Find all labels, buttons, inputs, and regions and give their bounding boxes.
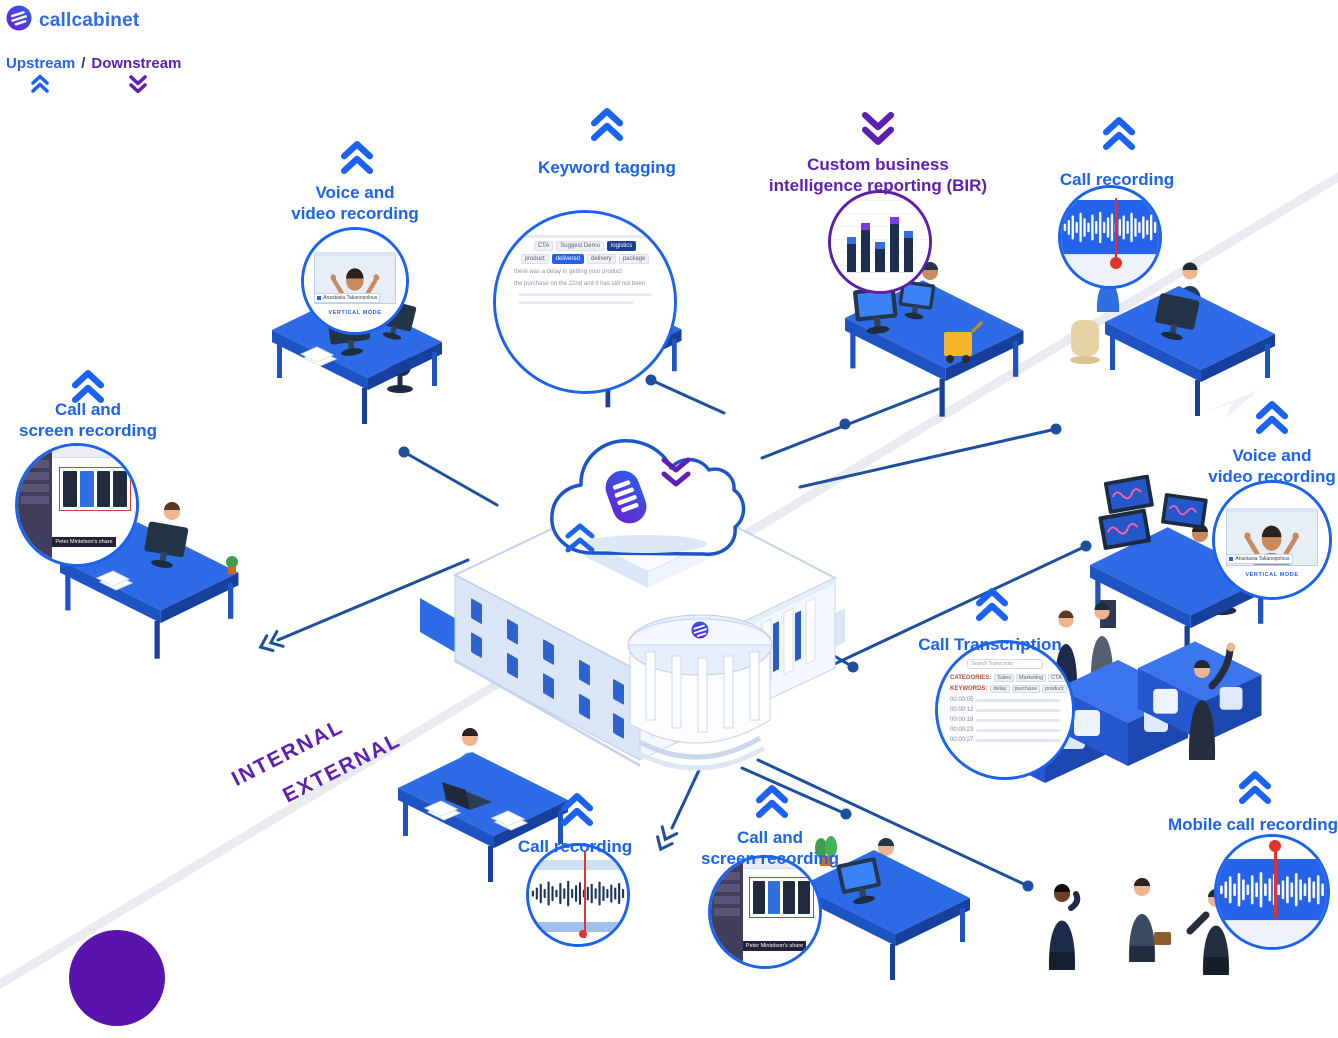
upstream-chevron-icon	[335, 136, 379, 180]
upstream-chevron-icon	[970, 583, 1014, 627]
paper-plane-decoration	[1205, 390, 1258, 418]
upstream-chevron-icon	[585, 103, 629, 147]
waveform-inset	[526, 843, 630, 947]
legend-separator: /	[81, 55, 86, 72]
node-label-keyword-tagging: Keyword tagging	[538, 158, 676, 177]
legend-downstream-label: Downstream	[91, 55, 182, 72]
playhead-pin	[1274, 845, 1277, 919]
node-label-mobile-call-recording: Mobile call recording	[1167, 815, 1338, 834]
waveform-inset	[1214, 834, 1330, 950]
callcabinet-cloud-logo-mark	[605, 470, 647, 524]
video-call-inset: Anastasia Takanopolous VERTICAL MODE	[1212, 480, 1332, 600]
upstream-chevron-icon	[565, 523, 595, 553]
screen-share-inset: Peter Mintelson's share	[708, 855, 822, 969]
downstream-chevron-icon	[856, 106, 900, 150]
upstream-chevron-icon	[750, 780, 794, 824]
playhead-knob	[1109, 256, 1122, 269]
screen-share-inset: Peter Mintelson's share	[15, 443, 139, 567]
shared-screen-tiles	[748, 877, 815, 918]
screen-share-caption: Peter Mintelson's share	[742, 940, 807, 951]
playhead-knob	[1269, 840, 1282, 853]
headquarters-building-illustration	[420, 480, 845, 771]
bi-chart-inset	[828, 190, 932, 294]
document-text: the purchase on the 22nd and it has stil…	[514, 281, 646, 288]
bar-chart	[846, 212, 914, 274]
playhead-knob	[578, 930, 587, 939]
node-label-call-recording-bottom: Call recording	[517, 837, 633, 856]
decorative-purple-dot	[69, 930, 165, 1026]
legend-upstream-label: Upstream	[6, 55, 76, 72]
screen-share-caption: Peter Mintelson's share	[52, 537, 116, 548]
video-call-inset: Anastasia Takanopolous VERTICAL MODE	[301, 227, 409, 335]
legend-upstream-chevron-icon	[28, 72, 52, 96]
node-label-call-transcription: Call Transcription	[918, 635, 1062, 654]
upstream-chevron-icon	[66, 365, 110, 409]
upstream-chevron-icon	[1097, 112, 1141, 156]
cloud-platform-icon	[550, 439, 746, 556]
callcabinet-logo-icon	[5, 4, 33, 37]
node-label-call-recording-top: Call recording	[1059, 170, 1175, 189]
shared-screen-tiles	[59, 467, 131, 511]
downstream-chevron-icon	[661, 457, 691, 487]
vertical-mode-label: VERTICAL MODE	[328, 309, 382, 316]
participant-name-badge: Anastasia Takanopolous	[314, 293, 381, 304]
flow-legend: Upstream / Downstream	[6, 55, 181, 72]
playhead-pin	[1114, 197, 1118, 261]
building-logo-badge	[691, 621, 709, 639]
upstream-chevron-icon	[555, 788, 599, 832]
upstream-chevron-icon	[1233, 766, 1277, 810]
legend-downstream-chevron-icon	[126, 72, 150, 96]
brand-lockup: callcabinet	[5, 4, 139, 37]
vertical-mode-label: VERTICAL MODE	[1245, 571, 1299, 578]
participant-name-badge: Anastasia Takanopolous	[1226, 553, 1293, 564]
keyword-tagging-inset: CTA Suggest Demo logistics product deliv…	[493, 210, 677, 394]
playhead-pin	[583, 851, 587, 939]
waveform-inset	[1058, 185, 1162, 289]
document-text: there was a delay in getting your produc…	[514, 269, 623, 275]
yellow-cart-illustration	[944, 320, 984, 363]
brand-name: callcabinet	[39, 9, 140, 31]
scene-call-rec-bottom	[398, 728, 568, 882]
transcript-search-bar: Search Transcripts	[967, 659, 1043, 669]
scene-screen-rec-bottom	[800, 836, 970, 980]
upstream-chevron-icon	[1250, 396, 1294, 440]
